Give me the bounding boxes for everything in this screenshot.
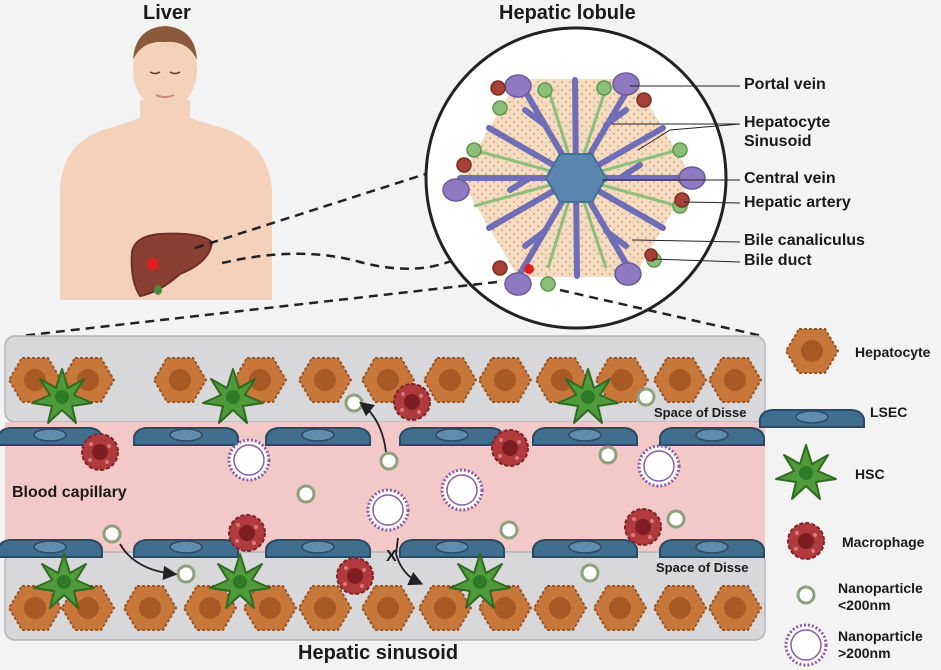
human-body <box>60 26 272 300</box>
legend-large-nanoparticle-label: Nanoparticle >200nm <box>838 628 923 661</box>
space-of-disse-bottom-label: Space of Disse <box>656 560 749 575</box>
hepatic-sinusoid-title: Hepatic sinusoid <box>298 642 459 664</box>
portal-vein-label: Portal vein <box>744 76 826 93</box>
bile-duct-label: Bile duct <box>744 252 812 269</box>
hepatic-artery-label: Hepatic artery <box>744 194 851 211</box>
blood-capillary-label: Blood capillary <box>12 484 127 501</box>
legend-hepatocyte-label: Hepatocyte <box>855 344 931 360</box>
hepatic-lobule-title: Hepatic lobule <box>499 2 636 24</box>
hepatic-lobule <box>424 26 728 330</box>
legend-lsec-label: LSEC <box>870 404 908 420</box>
space-of-disse-top-label: Space of Disse <box>654 405 747 420</box>
liver-title: Liver <box>143 2 191 24</box>
legend-small-nanoparticle-label: Nanoparticle <200nm <box>838 580 923 613</box>
sinusoid-label: Sinusoid <box>744 133 812 150</box>
hepatocyte-label: Hepatocyte <box>744 114 831 131</box>
bile-canaliculus-label: Bile canaliculus <box>744 232 865 249</box>
legend-hsc-label: HSC <box>855 466 885 482</box>
liver-organ <box>130 232 214 298</box>
legend <box>759 328 865 667</box>
legend-macrophage-label: Macrophage <box>842 534 925 550</box>
blocked-x-marker: X <box>386 548 397 565</box>
central-vein-label: Central vein <box>744 170 836 187</box>
